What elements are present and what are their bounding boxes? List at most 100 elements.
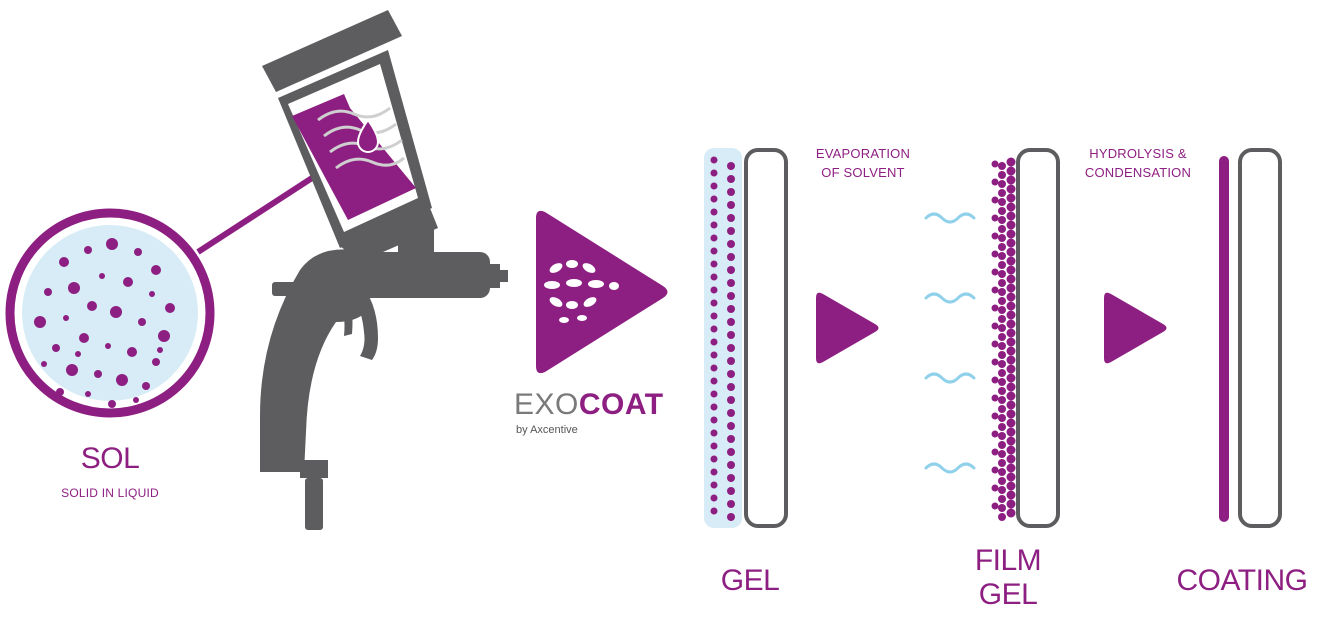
particle [998,171,1006,179]
step-hydrolysis-line2: CONDENSATION [1084,165,1192,180]
particle [1006,463,1016,473]
particle [998,369,1006,377]
particle [727,305,735,313]
particle [991,448,999,456]
particle [998,342,1006,350]
particle [998,306,1006,314]
coating-substrate [1238,148,1282,528]
particle [710,312,718,320]
particle [1006,256,1016,266]
particle [991,268,999,276]
particle [1006,184,1016,194]
particle [1006,445,1016,455]
particle [1006,382,1016,392]
particle [127,347,137,357]
particle [710,169,718,177]
particle [991,214,999,222]
particle [1006,247,1016,257]
particle [108,400,116,408]
particle [727,344,735,352]
particle [998,378,1006,386]
magnifier-connector [196,175,314,255]
particle [1006,166,1016,176]
particle [710,507,718,515]
particle [991,340,999,348]
particle [1006,427,1016,437]
liquid-drop-icon [356,118,380,153]
particle [727,253,735,261]
particle [727,396,735,404]
particle [85,391,91,397]
particle [710,156,718,164]
particle [99,273,105,279]
particle [727,500,735,508]
particle [727,175,735,183]
particle [991,358,999,366]
particle [56,388,64,396]
particle [998,180,1006,188]
particle [1006,508,1016,518]
particle [710,481,718,489]
particle [998,396,1006,404]
particle [998,207,1006,215]
particle [991,412,999,420]
particle [1006,409,1016,419]
particle [1006,346,1016,356]
gel-liquid-layer [704,148,742,528]
particle [998,405,1006,413]
particle [727,318,735,326]
particle [68,282,80,294]
particle [110,306,122,318]
particle [1006,373,1016,383]
particle [998,513,1006,521]
particle [991,160,999,168]
particle [1006,310,1016,320]
particle [1006,274,1016,284]
particle [710,494,718,502]
particle [727,201,735,209]
particle [59,257,69,267]
spray-burst-icon [544,260,619,323]
particle [710,351,718,359]
particle [991,466,999,474]
particle [1006,229,1016,239]
particle [1006,238,1016,248]
particle [998,459,1006,467]
particle [106,238,118,250]
particle [710,455,718,463]
particle [1006,283,1016,293]
particle [1006,481,1016,491]
particle [1006,301,1016,311]
particle [134,248,142,256]
particle [727,474,735,482]
particle [710,182,718,190]
particle [710,338,718,346]
particle [1006,364,1016,374]
brand-sub: by Axcentive [516,424,578,436]
particle [710,377,718,385]
particle [710,273,718,281]
particle [998,477,1006,485]
stage-film-label-line2: GEL [978,578,1038,611]
particle [1006,328,1016,338]
particle [998,387,1006,395]
stage-gel-label: GEL [720,564,780,597]
particle [1006,265,1016,275]
particle [1006,499,1016,509]
film-gel-substrate [1016,148,1060,528]
particle [710,468,718,476]
particle [1006,490,1016,500]
particle [710,234,718,242]
particle [991,394,999,402]
particle [998,252,1006,260]
particle [998,243,1006,251]
particle [727,448,735,456]
exocoat-logo: EXOCOAT [514,388,664,422]
coating-layer [1219,156,1229,522]
particle [710,286,718,294]
particle [710,416,718,424]
particle [710,429,718,437]
particle [94,370,102,378]
gel-substrate [744,148,788,528]
particle [1006,220,1016,230]
